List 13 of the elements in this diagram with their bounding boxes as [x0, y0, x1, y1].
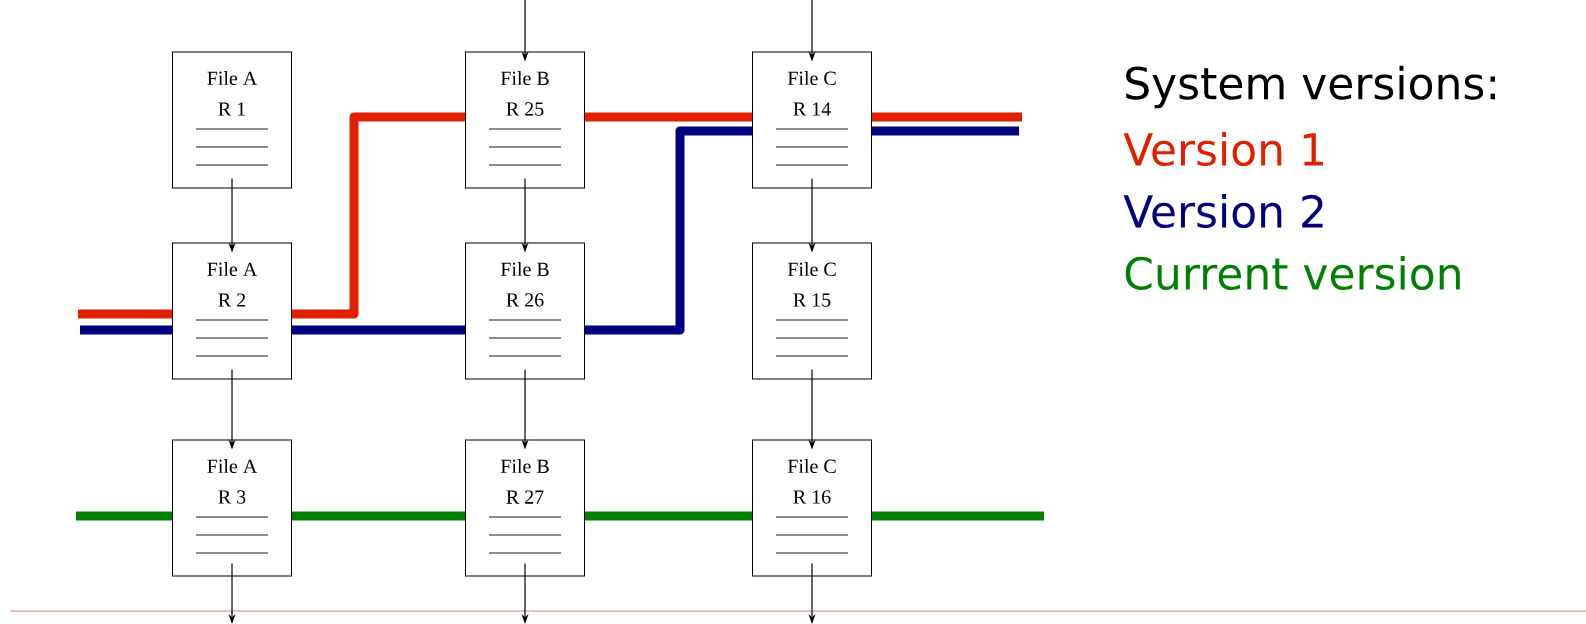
legend-entry: Version 1 — [1123, 132, 1323, 167]
file-box: File A R 1 — [172, 51, 292, 189]
file-box: File C R 16 — [752, 439, 872, 577]
legend-entry: Current version — [1125, 256, 1460, 291]
file-box: File C R 15 — [752, 242, 872, 380]
file-box: File C R 14 — [752, 51, 872, 189]
file-box: File A R 3 — [172, 439, 292, 577]
file-box: File B R 25 — [465, 51, 585, 189]
file-box: File B R 27 — [465, 439, 585, 577]
file-box: File A R 2 — [172, 242, 292, 380]
file-box: File B R 26 — [465, 242, 585, 380]
legend-title: System versions: — [1126, 65, 1496, 109]
legend-entry: Version 2 — [1123, 194, 1323, 229]
